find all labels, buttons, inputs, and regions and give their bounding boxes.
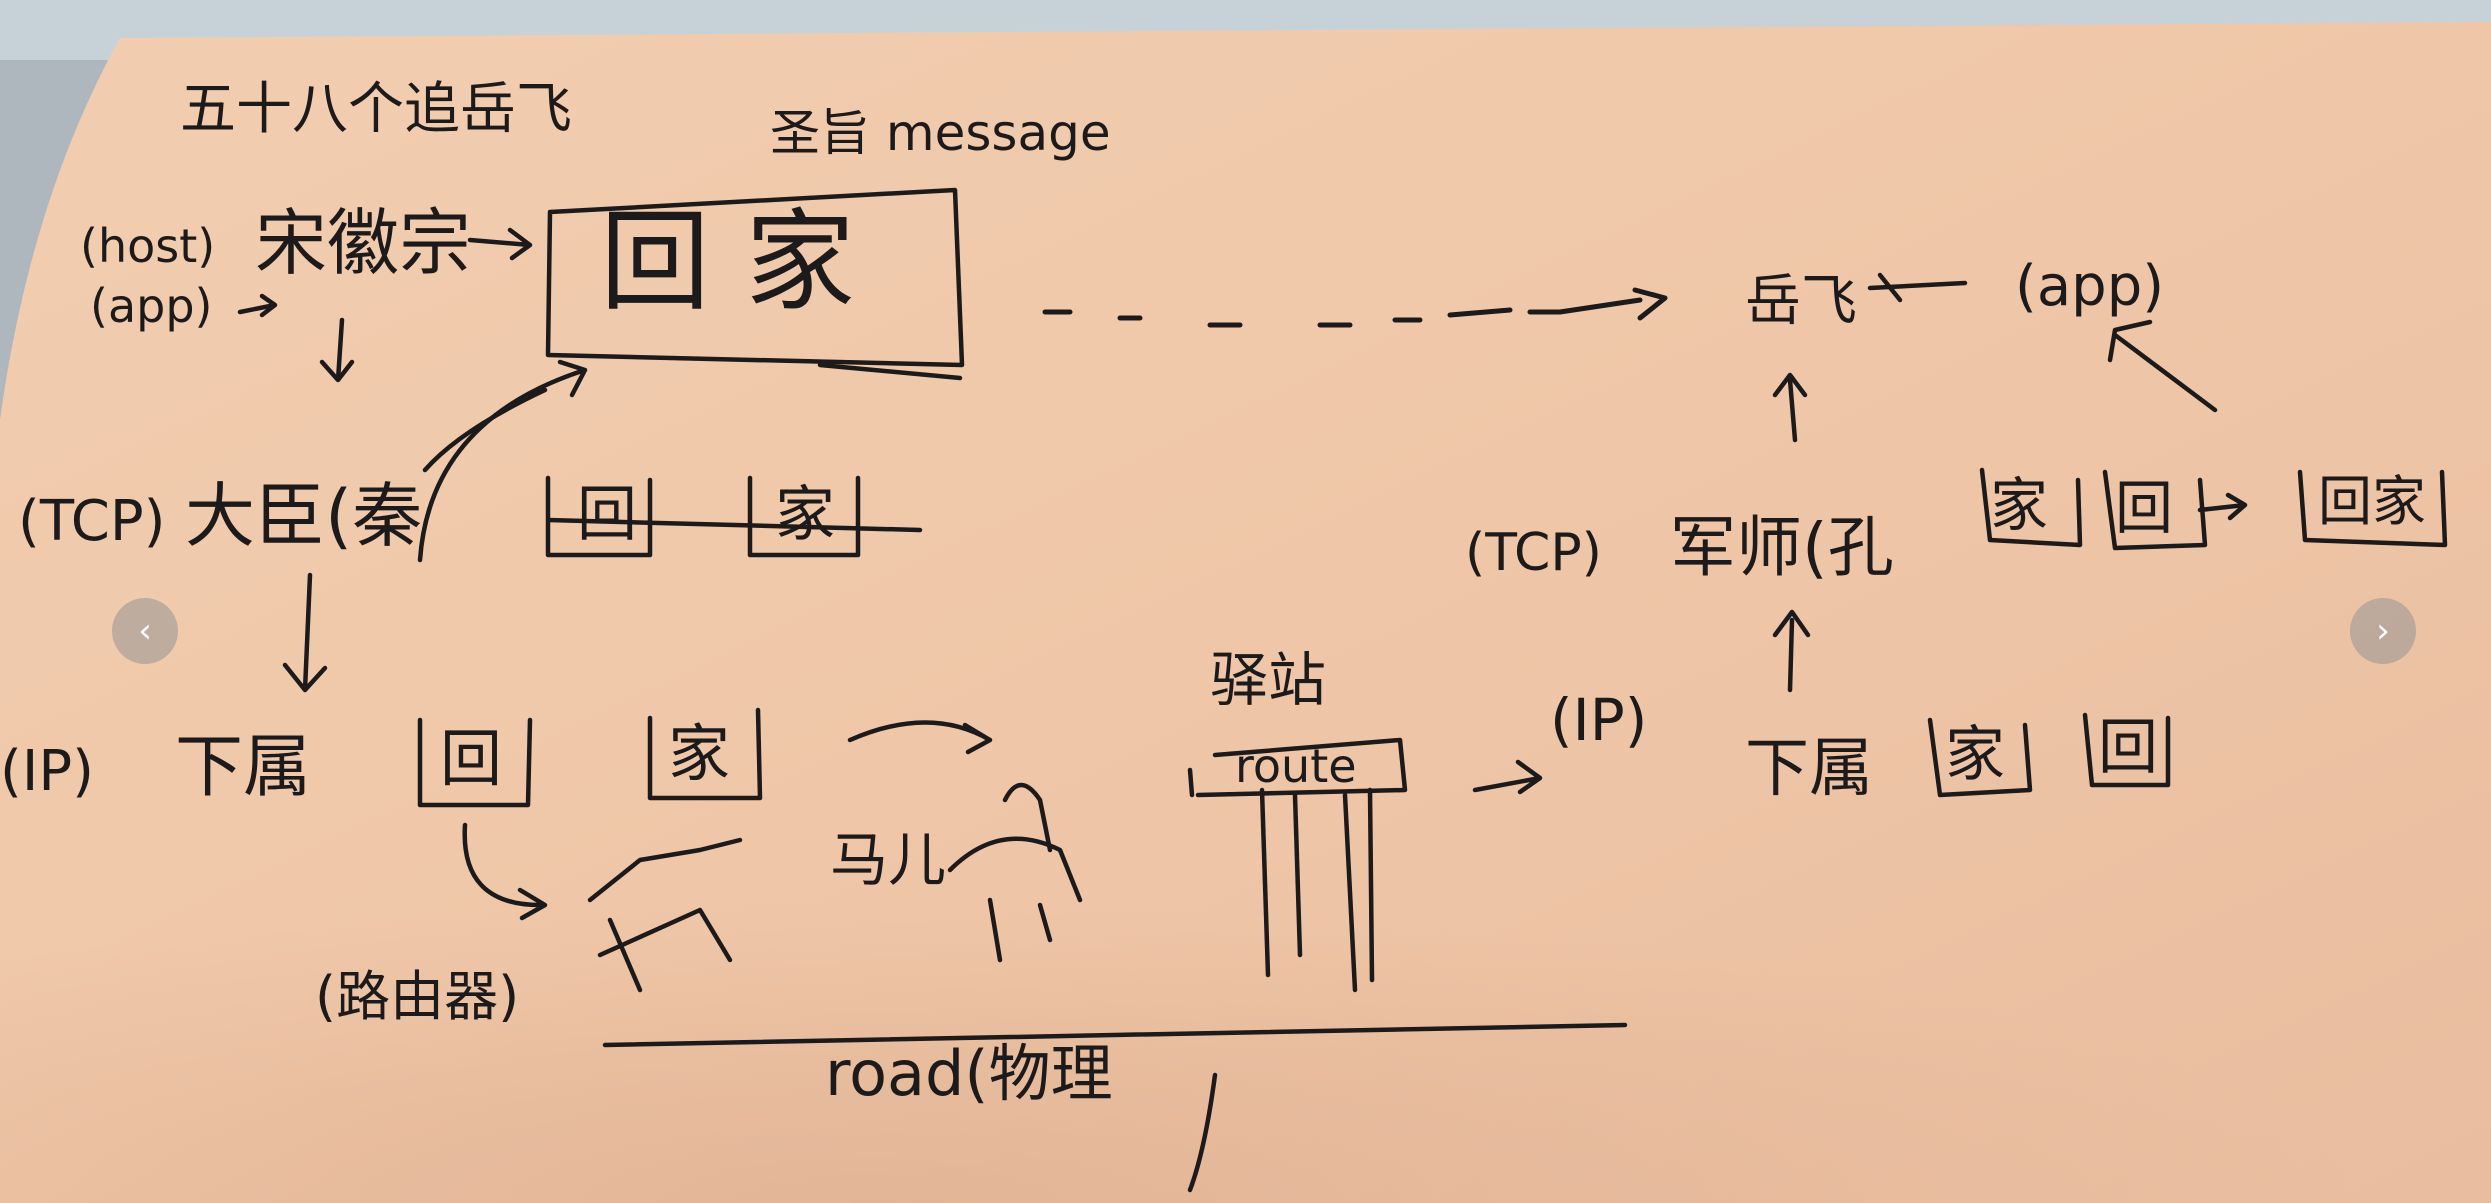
right-tcp-piece-box-2	[2102, 469, 2208, 551]
road-label: road(物理	[825, 1037, 1113, 1110]
app-packet-text: 回 家	[600, 198, 855, 326]
ip-piece-box-2	[647, 707, 763, 801]
right-ip-piece-1: 家	[1945, 720, 2005, 790]
arrow-horse	[847, 720, 993, 755]
tcp-pieces-box	[545, 475, 923, 558]
dashed-arrow	[1042, 287, 1668, 328]
diagram-title: 五十八个追岳飞	[180, 77, 572, 142]
ip-piece-1: 回	[440, 722, 502, 795]
message-label: 圣旨 message	[770, 104, 1111, 162]
right-tcp-label: (TCP)	[1465, 523, 1602, 583]
right-ip-label: (IP)	[1550, 686, 1647, 754]
strategist-label: 军师(孔	[1670, 509, 1894, 586]
arrow-right-ip-to-tcp	[1772, 609, 1811, 693]
ip-piece-box-1	[417, 717, 533, 808]
right-ip-piece-box-1	[1927, 717, 2033, 798]
right-ip-piece-box-2	[2082, 712, 2171, 788]
right-ip-piece-2: 回	[2098, 713, 2158, 783]
tcp-label: (TCP)	[18, 489, 166, 554]
ip-label: (IP)	[0, 739, 94, 804]
right-tcp-piece-box-1	[1979, 467, 2083, 548]
diagram-text: 五十八个追岳飞 圣旨 message (host) 宋徽宗 (app) (TCP…	[0, 77, 2426, 1110]
arrow-tcp-to-ip	[282, 572, 328, 693]
arrow-app-to-tcp	[319, 317, 355, 383]
right-tcp-piece-2: 回	[2115, 474, 2173, 542]
arrow-to-app	[2107, 319, 2218, 413]
carousel-prev-button[interactable]: ‹	[112, 598, 178, 664]
ip-piece-2: 家	[668, 717, 730, 790]
router-label: (路由器)	[315, 965, 519, 1028]
song-huizong-label: 宋徽宗	[255, 201, 471, 285]
station-posts	[1187, 767, 1375, 993]
app-label: (app)	[90, 279, 212, 333]
carousel-next-button[interactable]: ›	[2350, 598, 2416, 664]
tcp-piece-1: 回	[577, 480, 637, 550]
host-label: (host)	[80, 219, 215, 273]
arrow-to-right-ip	[1472, 759, 1543, 795]
station-roof	[1195, 737, 1408, 798]
arrow-ip-to-router	[462, 822, 548, 921]
right-subordinate-label: 下属	[1745, 732, 1873, 806]
tcp-piece-2: 家	[775, 480, 835, 550]
subordinate-label: 下属	[175, 728, 311, 807]
station-label: 驿站	[1210, 646, 1326, 714]
chevron-left-icon: ‹	[138, 611, 152, 651]
minister-label: 大臣(秦	[185, 475, 422, 557]
yue-fei-label: 岳飞	[1745, 269, 1857, 334]
right-merged: 回家	[2318, 470, 2426, 533]
right-tcp-piece-1: 家	[1990, 471, 2048, 539]
horse-label: 马儿	[830, 826, 946, 894]
right-app-label: (app)	[2015, 254, 2164, 319]
diagram-strokes	[237, 187, 2448, 1193]
arrow-right-tcp-to-app	[1772, 372, 1808, 443]
road-line	[602, 1022, 1628, 1048]
arrow-host-to-box	[467, 227, 533, 261]
arrow-tcp-to-app	[417, 359, 588, 563]
right-merged-box	[2297, 469, 2448, 548]
app-packet-box	[545, 187, 965, 368]
chevron-right-icon: ›	[2376, 611, 2390, 651]
arrow-right-merge	[2197, 492, 2248, 521]
